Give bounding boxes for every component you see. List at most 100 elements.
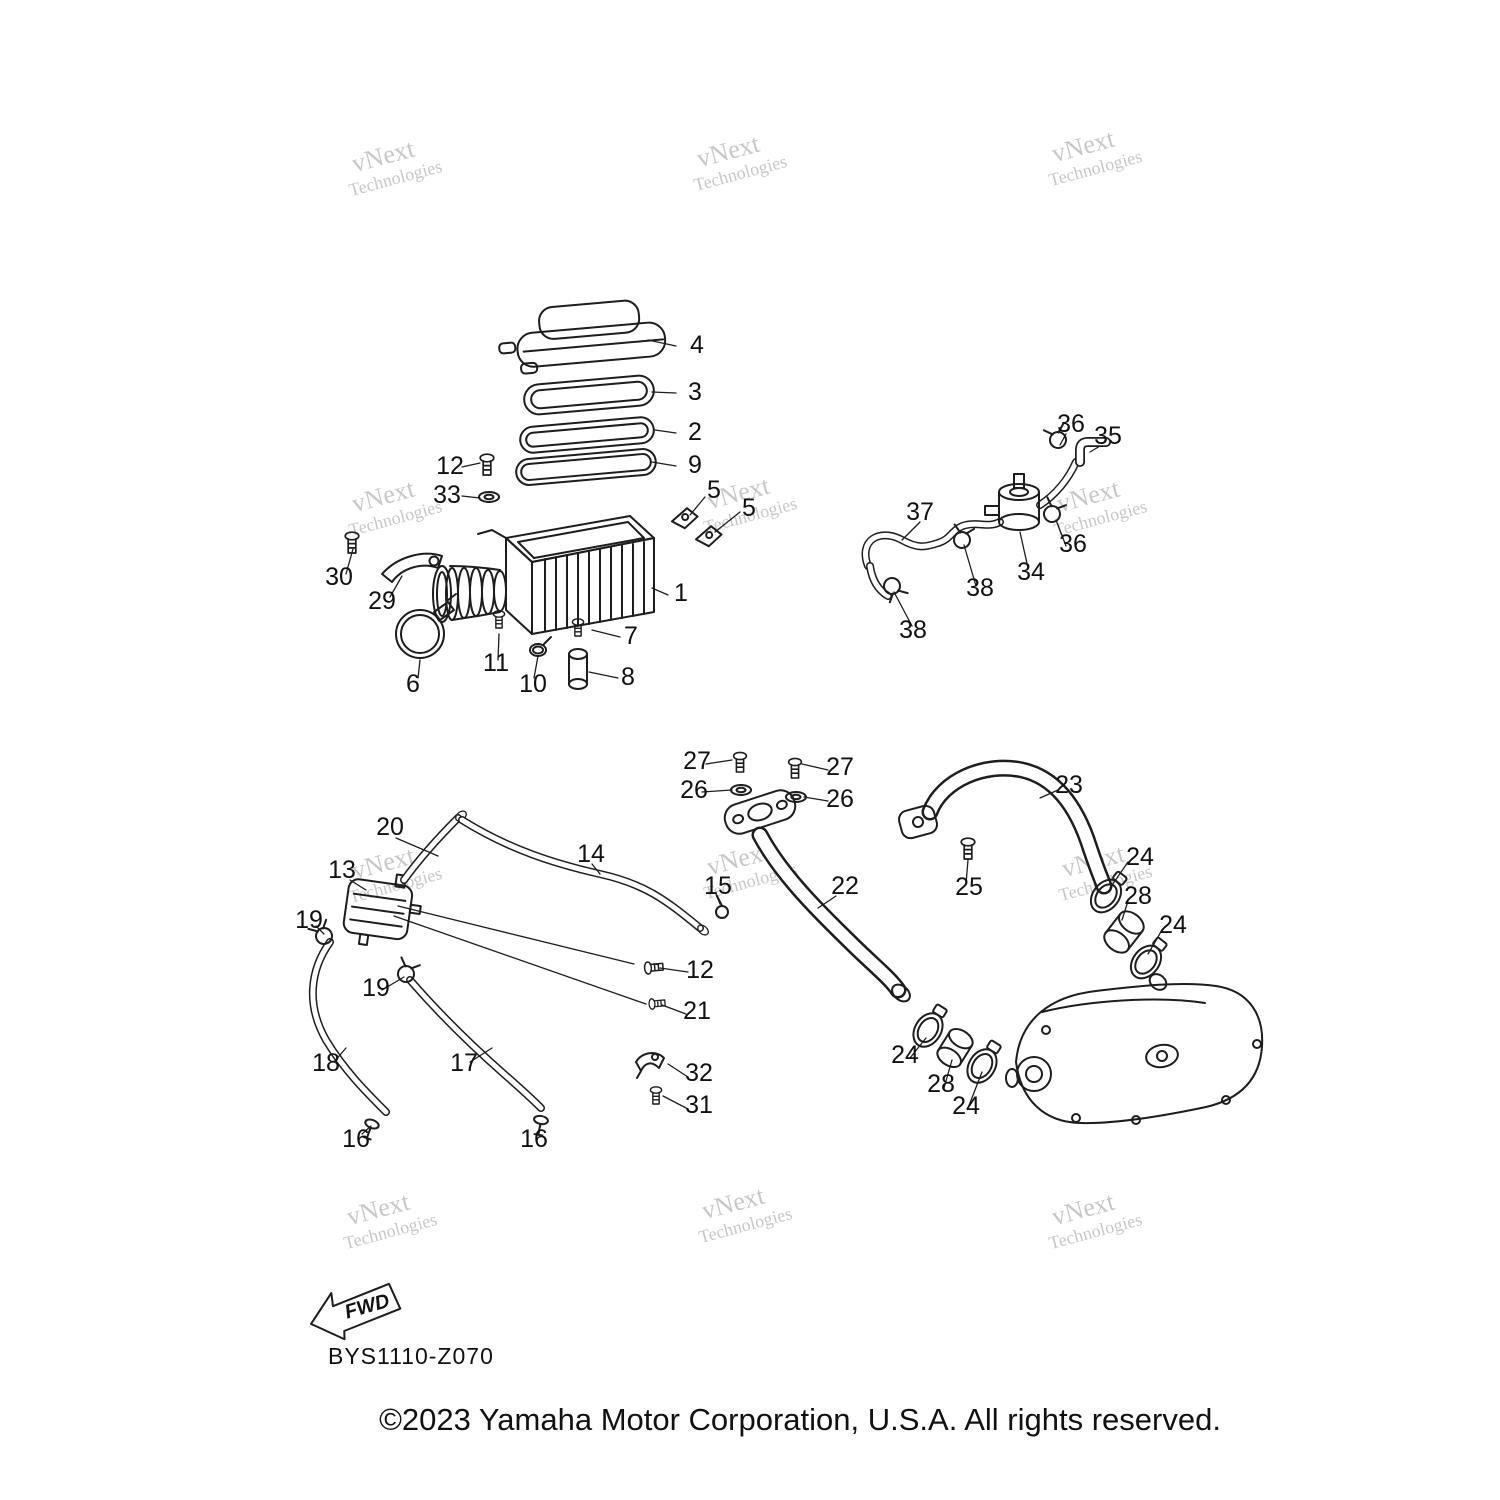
case-bracket xyxy=(381,552,443,583)
callout: 34 xyxy=(1017,558,1045,586)
callout: 24 xyxy=(1159,911,1187,939)
callout: 12 xyxy=(436,452,464,480)
callout: 13 xyxy=(328,856,356,884)
hose-clamp-24b xyxy=(1123,931,1174,986)
elbow-35-inner xyxy=(1076,438,1110,466)
hose-14 xyxy=(458,816,704,932)
callout: 24 xyxy=(891,1041,919,1069)
intake-boot xyxy=(432,565,507,623)
callout: 19 xyxy=(362,974,390,1002)
clamp-10 xyxy=(529,636,552,657)
callout: 38 xyxy=(966,574,994,602)
bolt-25 xyxy=(960,837,976,860)
callout: 2 xyxy=(688,418,702,446)
callout: 16 xyxy=(520,1125,548,1153)
air-cleaner-cover xyxy=(498,299,667,375)
intake-flange-22 xyxy=(723,789,797,835)
callout: 28 xyxy=(1124,882,1152,910)
bracket-32 xyxy=(635,1052,665,1079)
intake-pipe-22-inner xyxy=(754,829,904,996)
pipe-22-end xyxy=(891,983,911,1003)
callout: 3 xyxy=(688,378,702,406)
callout: 38 xyxy=(899,616,927,644)
air-filter-element xyxy=(523,374,655,416)
leader-lines xyxy=(315,339,1163,1135)
canister-13 xyxy=(342,873,422,946)
bolt-27a xyxy=(732,751,748,773)
callout: 22 xyxy=(831,872,859,900)
air-cleaner-case xyxy=(477,515,655,635)
fwd-arrow: FWD xyxy=(310,1282,402,1341)
callout: 23 xyxy=(1055,771,1083,799)
filter-frame xyxy=(519,416,655,454)
callout: 31 xyxy=(685,1091,713,1119)
callout: 6 xyxy=(406,670,420,698)
callout: 27 xyxy=(826,753,854,781)
bolt-31 xyxy=(649,1086,663,1105)
breather-hose-stub-inner xyxy=(867,563,891,599)
washer-33 xyxy=(478,491,500,503)
callout: 18 xyxy=(312,1049,340,1077)
callout: 5 xyxy=(707,476,721,504)
callout: 25 xyxy=(955,873,983,901)
callout: 36 xyxy=(1057,410,1085,438)
callout: 10 xyxy=(519,670,547,698)
callout: 12 xyxy=(686,956,714,984)
callout: 26 xyxy=(826,785,854,813)
joint-28a xyxy=(1103,910,1145,954)
case-gasket xyxy=(515,448,657,486)
hose-14-end xyxy=(697,924,709,936)
callout: 26 xyxy=(680,776,708,804)
clamp-38a xyxy=(878,573,909,605)
callout: 32 xyxy=(685,1059,713,1087)
fwd-label: FWD xyxy=(342,1290,392,1324)
crankcase-cover xyxy=(1005,973,1264,1125)
callout: 24 xyxy=(1126,843,1154,871)
callout: 14 xyxy=(577,840,605,868)
callout: 11 xyxy=(483,649,509,677)
callout: 16 xyxy=(342,1125,370,1153)
callout: 35 xyxy=(1094,422,1122,450)
callout: 4 xyxy=(690,331,704,359)
callout: 5 xyxy=(742,494,756,522)
attachment-lines xyxy=(393,905,647,1005)
callout: 8 xyxy=(621,663,635,691)
washer-26a xyxy=(730,784,752,796)
callout: 24 xyxy=(952,1092,980,1120)
callout-labels: 4 3 2 9 12 33 5 5 30 29 1 6 11 10 7 8 36… xyxy=(295,331,1187,1153)
callout: 27 xyxy=(683,747,711,775)
joint-28b xyxy=(936,1028,974,1068)
valve-elbow-hose-inner xyxy=(1037,459,1079,508)
hose-18-inner xyxy=(310,939,389,1115)
callout: 36 xyxy=(1059,530,1087,558)
callout: 15 xyxy=(704,872,732,900)
callout: 28 xyxy=(927,1070,955,1098)
hose-20-inner xyxy=(401,815,461,883)
copyright-text: ©2023 Yamaha Motor Corporation, U.S.A. A… xyxy=(379,1402,1221,1437)
callout: 9 xyxy=(688,451,702,479)
breather-valve-34 xyxy=(984,473,1040,531)
callout: 1 xyxy=(674,579,688,607)
bolt-12-top xyxy=(479,453,495,476)
hose-17-inner xyxy=(407,977,544,1111)
duct-pipe-23-inner xyxy=(924,762,1110,892)
callout: 30 xyxy=(325,563,353,591)
washer-26b xyxy=(785,791,807,803)
bolt-27b xyxy=(787,757,803,779)
callout: 19 xyxy=(295,906,323,934)
breather-hose-37-inner xyxy=(863,519,1003,569)
callout: 7 xyxy=(624,622,638,650)
callout: 33 xyxy=(433,481,461,509)
callout: 37 xyxy=(906,498,934,526)
callout: 17 xyxy=(450,1049,478,1077)
callout: 21 xyxy=(683,997,711,1025)
diagram-part-code: BYS1110-Z070 xyxy=(328,1343,494,1369)
pipe-23-bracket xyxy=(898,804,938,840)
callout: 29 xyxy=(368,587,396,615)
hose-clamp-24d xyxy=(960,1035,1009,1090)
collar-8 xyxy=(568,648,588,690)
callout: 20 xyxy=(376,813,404,841)
